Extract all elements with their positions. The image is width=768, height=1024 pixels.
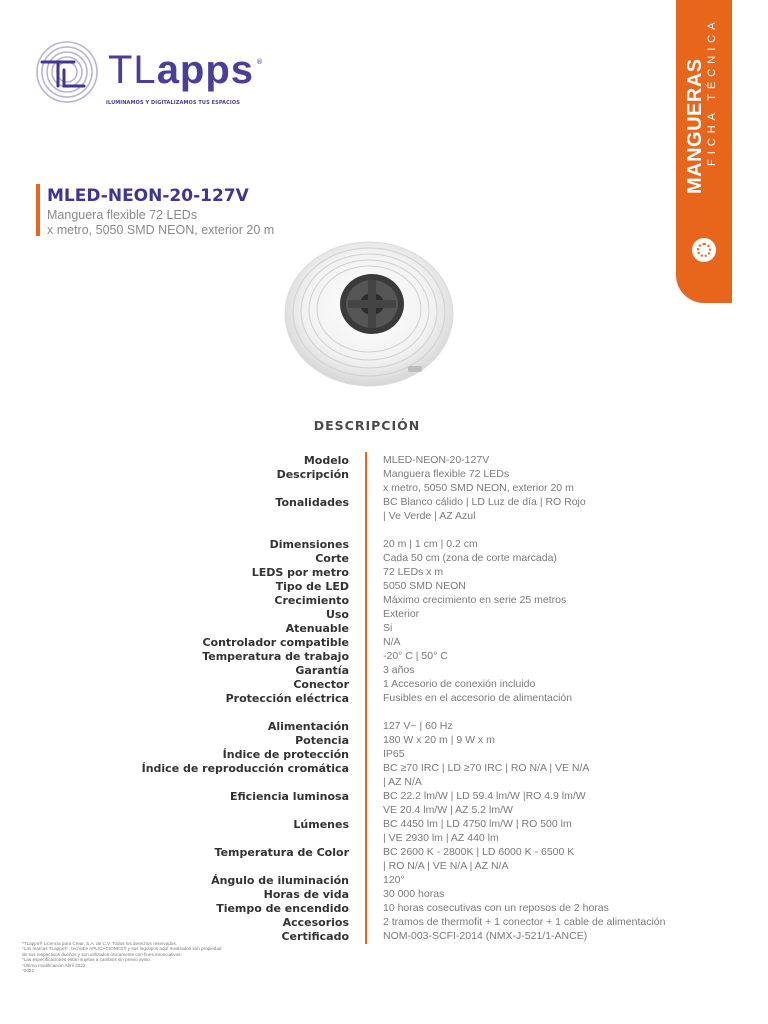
footnote-line: *Las marcas TLapps® , tecnoEe APLICACION… — [22, 946, 222, 952]
brand-logo: TLapps ® ILUMINAMOS Y DIGITALIZAMOS TUS … — [34, 36, 274, 116]
category-subtitle: FICHA TÉCNICA — [706, 17, 718, 166]
spec-value: 10 horas cosecutivas con un reposos de 2… — [383, 902, 609, 914]
spec-label: Garantía — [295, 664, 349, 677]
spec-label: Tiempo de encendido — [216, 902, 349, 915]
spec-value: BC ≥70 IRC | LD ≥70 IRC | RO N/A | VE N/… — [383, 762, 590, 774]
spec-label: Índice de protección — [222, 748, 349, 761]
spec-label: Uso — [325, 608, 349, 621]
spec-label: LEDS por metro — [251, 566, 349, 579]
spec-value: Si — [383, 622, 393, 634]
footnote-line: *Las especificaciones están sujetas a ca… — [22, 957, 151, 963]
spec-label: Crecimiento — [274, 594, 349, 607]
spec-value: 2 tramos de thermofit + 1 conector + 1 c… — [383, 916, 666, 928]
spec-value: 127 V~ | 60 Hz — [383, 720, 453, 732]
spec-value: IP65 — [383, 748, 405, 760]
table-divider — [365, 452, 367, 944]
spec-value: BC 4450 lm | LD 4750 lm/W | RO 500 lm — [383, 818, 572, 830]
spec-label: Protección eléctrica — [225, 692, 349, 705]
spec-label: Temperatura de trabajo — [202, 650, 349, 663]
footnote-line: *Última modificación Abril 2022. — [22, 962, 87, 968]
brand-name-apps: apps — [156, 48, 255, 92]
brand-tagline: ILUMINAMOS Y DIGITALIZAMOS TUS ESPACIOS — [106, 100, 240, 106]
spec-label: Eficiencia luminosa — [230, 790, 349, 803]
spec-label: Lúmenes — [293, 818, 349, 831]
spec-value: -20° C | 50° C — [383, 650, 448, 662]
spec-label: Ángulo de iluminación — [211, 874, 349, 887]
spec-value: Manguera flexible 72 LEDs — [383, 468, 510, 480]
spec-value: 72 LEDs x m — [383, 566, 444, 578]
spec-label: Conector — [293, 678, 349, 691]
spec-value: Máximo crecimiento en serie 25 metros — [383, 594, 567, 606]
product-subtitle: Manguera flexible 72 LEDs x metro, 5050 … — [47, 208, 274, 237]
spec-label: Certificado — [281, 930, 349, 943]
spec-label: Alimentación — [267, 720, 349, 733]
spec-value: VE 20.4 lm/W | AZ 5.2 lm/W — [383, 804, 513, 816]
spec-value: N/A — [383, 636, 401, 648]
legal-footnote: *TLapps® Licencia para Crear, S.A. de C.… — [22, 941, 292, 973]
spec-label: Tonalidades — [275, 496, 349, 509]
footnote-line: de sus respectivos dueños y son utilizad… — [22, 951, 182, 957]
spec-value: 1 Accesorio de conexión incluido — [383, 678, 536, 690]
spec-label: Controlador compatible — [202, 636, 349, 649]
spec-value: | AZ N/A — [383, 776, 422, 788]
spec-value: BC 2600 K - 2800K | LD 6000 K - 6500 K — [383, 846, 575, 858]
spec-value: 20 m | 1 cm | 0.2 cm — [383, 538, 478, 550]
spec-label: Descripción — [276, 468, 349, 481]
spec-label: Horas de vida — [263, 888, 349, 901]
spec-value: | RO N/A | VE N/A | AZ N/A — [383, 860, 509, 872]
spec-label: Dimensiones — [269, 538, 349, 551]
spec-label: Tipo de LED — [275, 580, 349, 593]
registered-mark: ® — [256, 58, 263, 66]
fingerprint-logo-icon — [36, 41, 98, 103]
spec-label: Accesorios — [282, 916, 349, 929]
spec-value: | Ve Verde | AZ Azul — [383, 510, 476, 522]
spec-value: BC Blanco cálido | LD Luz de día | RO Ro… — [383, 496, 586, 508]
spec-label: Atenuable — [285, 622, 349, 635]
product-subtitle-line2: x metro, 5050 SMD NEON, exterior 20 m — [47, 222, 275, 237]
spec-value: 3 años — [383, 664, 415, 676]
spec-value: BC 22.2 lm/W | LD 59.4 lm/W |RO 4.9 lm/W — [383, 790, 586, 802]
footnote-line: *TLapps® Licencia para Crear, S.A. de C.… — [22, 941, 178, 946]
spec-value: Cada 50 cm (zona de corte marcada) — [383, 552, 557, 564]
spec-value: Fusibles en el accesorio de alimentación — [383, 692, 573, 704]
brand-wordmark: TLapps — [108, 50, 254, 90]
spec-value: Exterior — [383, 608, 420, 620]
spec-value: NOM-003-SCFI-2014 (NMX-J-521/1-ANCE) — [383, 930, 588, 942]
product-model-title: MLED-NEON-20-127V — [47, 186, 249, 206]
product-image — [284, 241, 454, 387]
footnote-line: *2022 — [22, 968, 35, 974]
description-heading: DESCRIPCIÓN — [313, 418, 421, 433]
spec-value: MLED-NEON-20-127V — [383, 454, 490, 466]
product-subtitle-line1: Manguera flexible 72 LEDs — [47, 208, 198, 222]
spec-label: Modelo — [303, 454, 349, 467]
category-title-block: MANGUERAS FICHA TÉCNICA — [676, 0, 732, 200]
spec-label: Potencia — [295, 734, 349, 747]
title-accent-bar — [36, 184, 40, 236]
spec-value: 180 W x 20 m | 9 W x m — [383, 734, 495, 746]
led-strip-icon — [692, 238, 716, 262]
spec-label: Corte — [315, 552, 349, 565]
spec-value: | VE 2930 lm | AZ 440 lm — [383, 832, 499, 844]
spec-label: Índice de reproducción cromática — [141, 762, 349, 775]
brand-name-tl: TL — [108, 48, 157, 92]
spec-value: x metro, 5050 SMD NEON, exterior 20 m — [383, 482, 574, 494]
spec-value: 120° — [383, 874, 405, 886]
category-tab: MANGUERAS FICHA TÉCNICA — [676, 0, 732, 303]
spec-label: Temperatura de Color — [214, 846, 349, 859]
category-title: MANGUERAS — [684, 58, 706, 194]
spec-value: 5050 SMD NEON — [383, 580, 466, 592]
spec-value: 30 000 horas — [383, 888, 445, 900]
